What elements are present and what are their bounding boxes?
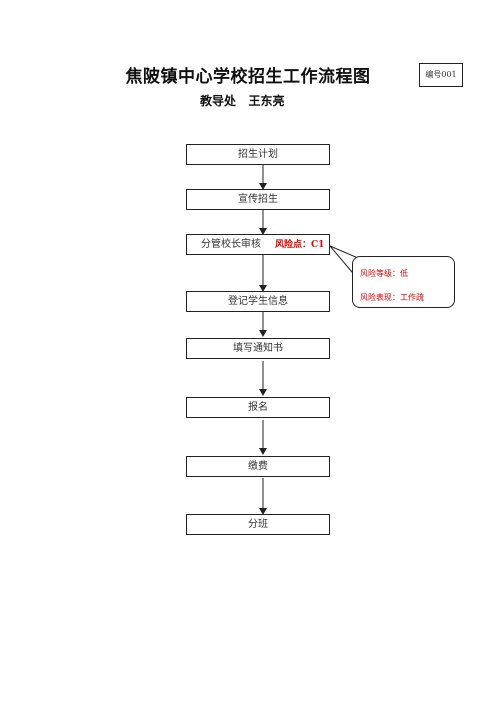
document-number-box: 编号001 [419,63,463,87]
step-enrollment-plan: 招生计划 [186,144,330,165]
step-promotion: 宣传招生 [186,189,330,210]
step-register-info: 登记学生信息 [186,291,330,312]
page-subtitle: 教导处 王东亮 [200,94,285,108]
step-class-assignment: 分班 [186,514,330,535]
step-registration: 报名 [186,397,330,418]
step-principal-review-label: 分管校长审核 [201,239,261,250]
step-payment: 缴费 [186,456,330,477]
risk-point-label: 风险点：C1 [275,240,325,250]
risk-level-text: 风险等级：低 [360,269,408,278]
step-principal-review: 分管校长审核 风险点：C1 [186,234,330,255]
page-title: 焦陂镇中心学校招生工作流程图 [125,67,371,87]
risk-type-text: 风险表现：工作疏 [360,293,424,302]
step-fill-notice: 填写通知书 [186,338,330,359]
risk-callout: 风险等级：低 风险表现：工作疏 [352,256,455,308]
